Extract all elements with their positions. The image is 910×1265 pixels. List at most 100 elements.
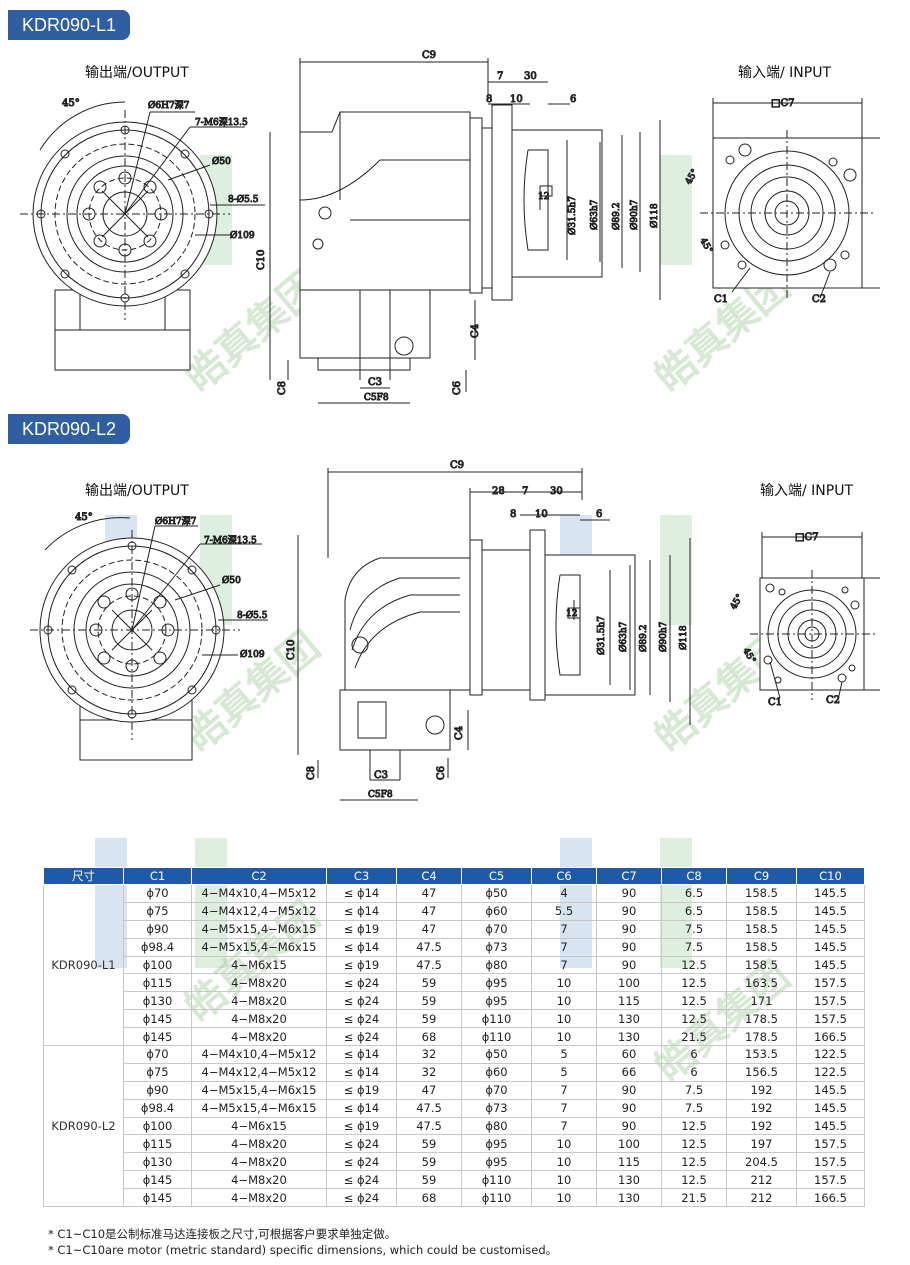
table-cell: 60 <box>596 1045 662 1064</box>
table-cell: 153.5 <box>726 1045 797 1064</box>
table-cell: 145.5 <box>796 1080 865 1100</box>
table-cell: 145.5 <box>796 884 865 903</box>
c7-dim: □C7 <box>771 98 794 109</box>
table-cell: ≤ ϕ14 <box>326 884 397 903</box>
table-cell: 7 <box>531 1080 597 1100</box>
table-cell: 4−M8x20 <box>191 973 327 993</box>
c10-dim: C10 <box>256 250 267 270</box>
header-cell: C8 <box>661 867 727 885</box>
table-cell: 12.5 <box>661 1009 727 1029</box>
d7-dim: 7 <box>497 71 503 82</box>
table-cell: 10 <box>531 1009 597 1029</box>
c7-dim: □C7 <box>795 532 818 543</box>
c4-dim: C4 <box>454 726 465 740</box>
table-cell: 100 <box>596 973 662 993</box>
table-cell: ≤ ϕ19 <box>326 955 397 975</box>
table-cell: 158.5 <box>726 937 797 957</box>
c5-dim: C5F8 <box>364 393 389 403</box>
table-cell: 10 <box>531 991 597 1011</box>
table-cell: 21.5 <box>661 1027 727 1047</box>
d6-dim: 6 <box>570 94 576 105</box>
d90-dim: Ø90h7 <box>629 199 640 230</box>
d315-dim: Ø31.5h7 <box>567 196 578 235</box>
table-cell: ϕ98.4 <box>123 937 192 957</box>
input-face-l1 <box>700 98 880 300</box>
table-cell: 157.5 <box>796 973 865 993</box>
table-cell: 5.5 <box>531 901 597 921</box>
table-cell: 130 <box>596 1009 662 1029</box>
d118-dim: Ø118 <box>649 203 660 228</box>
table-cell: 100 <box>596 1134 662 1154</box>
header-cell: C3 <box>326 867 397 885</box>
c1-dim: C1 <box>768 697 782 708</box>
table-cell: 47.5 <box>396 1116 462 1136</box>
table-cell: ≤ ϕ14 <box>326 1062 397 1082</box>
table-cell: 212 <box>726 1170 797 1190</box>
c4-dim: C4 <box>470 324 481 338</box>
table-cell: 10 <box>531 973 597 993</box>
hole-dim: Ø6H7深7 <box>155 516 197 527</box>
table-cell: 122.5 <box>796 1062 865 1082</box>
header-cell: C1 <box>123 867 192 885</box>
c9-dim: C9 <box>450 460 464 471</box>
table-cell: ϕ145 <box>123 1009 192 1029</box>
table-cell: ϕ145 <box>123 1188 192 1208</box>
spec-table: 尺寸 C1 C2 C3 C4 C5 C6 C7 C8 C9 C10 KDR090… <box>43 867 865 1208</box>
table-cell: 59 <box>396 1170 462 1190</box>
table-cell: 90 <box>596 919 662 939</box>
table-cell: 6.5 <box>661 901 727 921</box>
table-cell: 157.5 <box>796 1170 865 1190</box>
table-cell: 12.5 <box>661 1170 727 1190</box>
note-en: * C1~C10are motor (metric standard) spec… <box>48 1243 558 1257</box>
table-cell: ϕ145 <box>123 1170 192 1190</box>
d30-dim: 30 <box>524 71 537 82</box>
input-angle-dim: 45° <box>697 237 714 256</box>
table-cell: ϕ50 <box>461 1045 532 1064</box>
table-cell: 7 <box>531 1116 597 1136</box>
table-cell: ϕ70 <box>123 1045 192 1064</box>
table-cell: 130 <box>596 1027 662 1047</box>
d109-dim: Ø109 <box>240 649 265 660</box>
table-cell: 5 <box>531 1062 597 1082</box>
table-cell: 7 <box>531 1098 597 1118</box>
table-cell: ϕ70 <box>461 919 532 939</box>
table-cell: 10 <box>531 1188 597 1208</box>
side-view-l1 <box>269 58 661 404</box>
d10-dim: 10 <box>535 509 548 520</box>
table-cell: 7 <box>531 937 597 957</box>
d10-dim: 10 <box>510 94 523 105</box>
table-cell: ≤ ϕ24 <box>326 1134 397 1154</box>
table-cell: 166.5 <box>796 1027 865 1047</box>
table-cell: ϕ115 <box>123 973 192 993</box>
angle-dim: 45° <box>62 98 80 109</box>
c9-dim: C9 <box>422 50 436 61</box>
table-cell: ≤ ϕ14 <box>326 1098 397 1118</box>
header-cell: C6 <box>531 867 597 885</box>
note-cn: * C1~C10是公制标准马达连接板之尺寸,可根据客户要求单独定做。 <box>48 1227 397 1241</box>
table-cell: 6 <box>661 1062 727 1082</box>
table-cell: 12.5 <box>661 955 727 975</box>
c2-dim: C2 <box>812 294 826 305</box>
table-cell: 6 <box>661 1045 727 1064</box>
d315-dim: Ø31.5h7 <box>596 616 607 655</box>
table-cell: ϕ95 <box>461 973 532 993</box>
table-cell: 47 <box>396 1080 462 1100</box>
table-cell: 197 <box>726 1134 797 1154</box>
table-cell: 7.5 <box>661 919 727 939</box>
d12-dim: 12 <box>566 609 577 619</box>
table-cell: 157.5 <box>796 1134 865 1154</box>
output-label-l1: 输出端/OUTPUT <box>85 65 189 81</box>
table-cell: 12.5 <box>661 1152 727 1172</box>
table-cell: 4 <box>531 884 597 903</box>
hole-dim: Ø6H7深7 <box>148 100 190 111</box>
output-face-l2 <box>30 517 268 761</box>
